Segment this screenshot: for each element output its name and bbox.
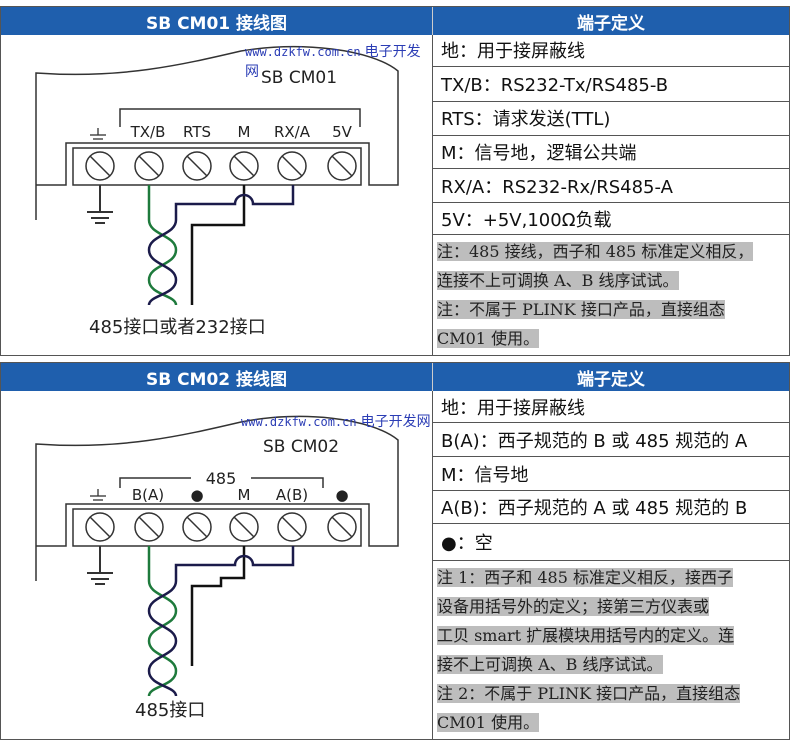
terminal-strip [72, 147, 362, 186]
wire-m [190, 185, 246, 305]
cm02-header: SB CM02 接线图 端子定义 [1, 363, 789, 391]
note-line: CM01 使用。 [437, 329, 540, 348]
device-outline [35, 415, 399, 581]
port-label: 485接口 [135, 700, 205, 721]
note-line: 注 1：西子和 485 标准定义相反，接西子 [437, 568, 733, 587]
device-label: SB CM01 [261, 68, 337, 88]
terminal-label: RTS [183, 123, 211, 141]
cm02-wiring-svg: SB CM02 485 B(A) ● M A(B) ● 485接口 [35, 415, 399, 721]
screw-terminals [85, 512, 357, 542]
cm01-title: SB CM01 接线图 [1, 7, 433, 35]
cm01-notes: 注：485 接线，西子和 485 标准定义相反， 连接不上可调换 A、B 线序试… [433, 235, 789, 355]
terminal-bracket [119, 108, 361, 127]
watermark-url: www.dzkfw.com.cn [241, 415, 357, 429]
watermark-name: 电子开发网 [245, 44, 421, 80]
screw-icon [327, 512, 357, 542]
screw-icon [134, 512, 164, 542]
cm01-header: SB CM01 接线图 端子定义 [1, 7, 789, 35]
screw-icon [85, 151, 115, 181]
screw-icon [182, 151, 212, 181]
note-line: 连接不上可调换 A、B 线序试试。 [437, 271, 679, 290]
wire-ab [174, 546, 295, 581]
earth-ground-icon [87, 185, 113, 224]
terminal-label: TX/B [130, 123, 166, 141]
def-row: 地：用于接屏蔽线 [433, 391, 789, 424]
note-line: 设备用括号外的定义；接第三方仪表或 [437, 597, 710, 616]
terminal-label: A(B) [276, 486, 308, 504]
screw-icon [229, 512, 259, 542]
screw-terminals [85, 151, 357, 181]
wire-m [190, 546, 246, 666]
cm02-def-title: 端子定义 [577, 369, 645, 390]
def-row: TX/B：RS232-Tx/RS485-B [433, 67, 789, 102]
def-row: 5V：+5V,100Ω负载 [433, 203, 789, 235]
terminal-label: B(A) [132, 486, 164, 504]
wire-twisted-navy [147, 219, 178, 306]
screw-icon [277, 512, 307, 542]
terminal-label: M [238, 486, 251, 504]
note-line: 注：485 接线，西子和 485 标准定义相反， [437, 242, 754, 261]
def-row: RX/A：RS232-Rx/RS485-A [433, 169, 789, 204]
screw-icon [277, 151, 307, 181]
screw-icon [229, 151, 259, 181]
wire-twisted-navy [147, 580, 178, 697]
watermark-name: 电子开发网 [360, 414, 431, 430]
port-label: 485接口或者232接口 [89, 317, 266, 338]
ground-symbol-icon [90, 489, 106, 501]
device-outline [35, 46, 399, 220]
cm01-wiring-svg: SB CM01 TX/B RTS M RX/A 5V 485接口或者232接口 [35, 46, 399, 338]
screw-icon [85, 512, 115, 542]
watermark-url: www.dzkfw.com.cn [245, 45, 361, 59]
def-row: 地：用于接屏蔽线 [433, 35, 789, 67]
note-line: 注：不属于 PLINK 接口产品，直接组态 [437, 300, 725, 319]
note-line: 注 2：不属于 PLINK 接口产品，直接组态 [437, 684, 741, 703]
cm02-definitions: 地：用于接屏蔽线 B(A)：西子规范的 B 或 485 规范的 A M：信号地 … [433, 391, 789, 739]
terminal-strip [72, 508, 362, 547]
ground-symbol-icon [90, 128, 106, 140]
note-line: 工贝 smart 扩展模块用括号内的定义。连 [437, 626, 735, 645]
terminal-label: ● [190, 486, 203, 504]
wire-ba-green [147, 546, 178, 697]
def-row: A(B)：西子规范的 A 或 485 规范的 B [433, 491, 789, 524]
def-row: M：信号地，逻辑公共端 [433, 136, 789, 170]
cm02-title: SB CM02 接线图 [1, 363, 433, 391]
cm01-def-title: 端子定义 [577, 13, 645, 34]
bus-bracket [119, 477, 324, 488]
def-row: M：信号地 [433, 457, 789, 491]
terminal-label: M [238, 123, 251, 141]
screw-icon [327, 151, 357, 181]
terminal-label: ● [335, 486, 348, 504]
def-row: ●：空 [433, 524, 789, 561]
bus-label: 485 [206, 469, 237, 488]
terminal-label: RX/A [274, 123, 311, 141]
earth-ground-icon [87, 546, 113, 585]
note-line: 接不上可调换 A、B 线序试试。 [437, 655, 663, 674]
screw-icon [182, 512, 212, 542]
note-line: CM01 使用。 [437, 713, 540, 732]
cm01-definitions: 地：用于接屏蔽线 TX/B：RS232-Tx/RS485-B RTS：请求发送(… [433, 35, 789, 355]
device-label: SB CM02 [263, 437, 339, 457]
screw-icon [134, 151, 164, 181]
cm02-notes: 注 1：西子和 485 标准定义相反，接西子 设备用括号外的定义；接第三方仪表或… [433, 561, 789, 739]
terminal-label: 5V [332, 123, 353, 141]
def-row: B(A)：西子规范的 B 或 485 规范的 A [433, 423, 789, 458]
wire-rxa [174, 185, 295, 220]
def-row: RTS：请求发送(TTL) [433, 102, 789, 136]
